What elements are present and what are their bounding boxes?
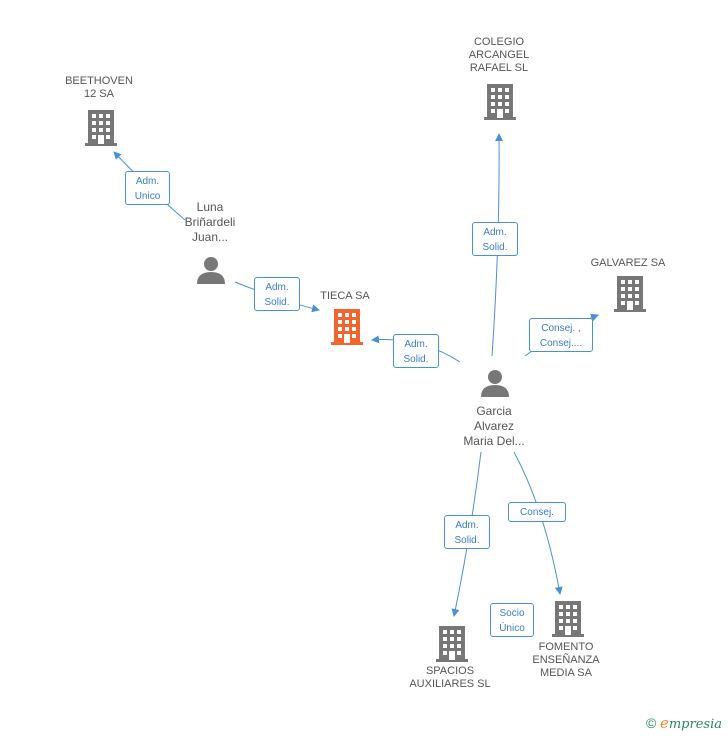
edge-label-line: Adm. bbox=[135, 176, 160, 187]
building-icon[interactable] bbox=[85, 110, 117, 146]
brand-logo-e: e bbox=[659, 714, 669, 732]
edge-label-line: Adm. bbox=[265, 282, 289, 293]
node-label-colegio: COLEGIO ARCANGEL RAFAEL SL bbox=[468, 36, 530, 74]
node-label-luna: Luna Briñardeli Juan... bbox=[184, 200, 236, 244]
node-label-spacios: SPACIOS AUXILIARES SL bbox=[409, 665, 491, 690]
edge-label-line: Consej.... bbox=[539, 338, 583, 349]
edge-label-line: Solid. bbox=[403, 354, 429, 365]
edge-label-beethoven[interactable]: Adm. Unico bbox=[125, 171, 170, 205]
node-label-galvarez: GALVAREZ SA bbox=[590, 257, 666, 269]
brand-watermark: © empresia bbox=[646, 714, 722, 732]
edge-label-line: Consej. bbox=[520, 507, 554, 518]
edge-label-fomento-consej[interactable]: Consej. bbox=[508, 502, 566, 522]
copyright-icon: © bbox=[646, 715, 657, 731]
building-icon[interactable] bbox=[484, 84, 516, 120]
edge-label-colegio[interactable]: Adm. Solid. bbox=[472, 222, 518, 256]
person-icon[interactable] bbox=[480, 368, 510, 398]
edge-label-line: Socio bbox=[499, 608, 525, 619]
edge-label-galvarez[interactable]: Consej. , Consej.... bbox=[529, 318, 593, 352]
building-icon[interactable] bbox=[436, 626, 468, 662]
edge-label-line: Solid. bbox=[264, 297, 290, 308]
brand-logo-text: mpresia bbox=[668, 717, 722, 732]
edge-label-fomento-socio[interactable]: Socio Único bbox=[490, 603, 534, 637]
node-label-fomento: FOMENTO ENSEÑANZA MEDIA SA bbox=[532, 641, 600, 679]
node-label-garcia: Garcia Alvarez Maria Del... bbox=[463, 404, 525, 448]
edge-label-line: Adm. bbox=[483, 227, 507, 238]
person-icon[interactable] bbox=[196, 255, 226, 285]
edge-label-line: Unico bbox=[134, 191, 161, 202]
node-label-tieca: TIECA SA bbox=[320, 290, 370, 302]
building-icon[interactable] bbox=[614, 276, 646, 312]
edge-label-tieca-garcia[interactable]: Adm. Solid. bbox=[393, 334, 439, 368]
building-icon[interactable] bbox=[552, 601, 584, 637]
edge-label-spacios[interactable]: Adm. Solid. bbox=[444, 515, 490, 549]
edge-label-line: Solid. bbox=[454, 535, 480, 546]
edge-label-line: Consej. , bbox=[541, 323, 581, 334]
edge-label-line: Adm. bbox=[404, 339, 428, 350]
edge-label-line: Adm. bbox=[455, 520, 479, 531]
edge-label-line: Solid. bbox=[482, 242, 508, 253]
node-label-beethoven: BEETHOVEN 12 SA bbox=[65, 75, 133, 100]
edge-label-line: Único bbox=[499, 623, 525, 634]
building-highlight-icon[interactable] bbox=[331, 309, 363, 345]
edge-label-tieca-luna[interactable]: Adm. Solid. bbox=[254, 277, 300, 311]
edge-line-garcia-fomento bbox=[513, 451, 563, 595]
